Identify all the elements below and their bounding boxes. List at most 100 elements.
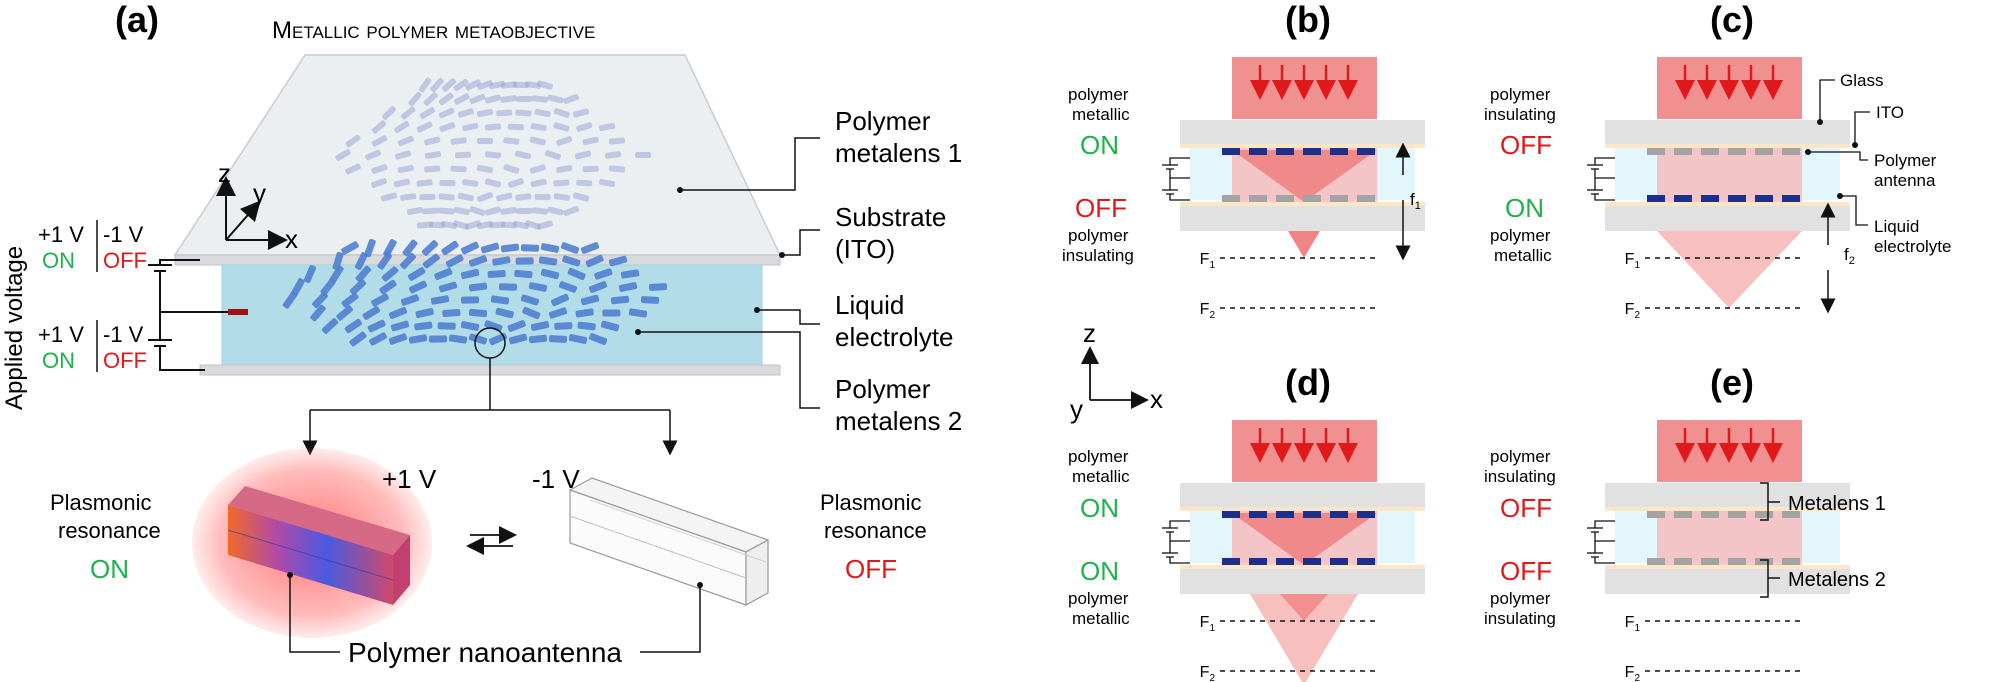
antenna-dash-lens1 bbox=[582, 165, 599, 173]
metalens-stack bbox=[173, 54, 782, 376]
antenna-dash-lens1 bbox=[418, 77, 432, 93]
antenna-dash-lens2 bbox=[441, 240, 459, 256]
antenna-dash-lens1 bbox=[406, 206, 424, 216]
antenna-dash-lens1 bbox=[515, 193, 532, 201]
antenna-dash-lens1 bbox=[516, 207, 533, 215]
antenna-dash-lens1 bbox=[503, 137, 520, 145]
antenna-dash-lens1 bbox=[394, 120, 410, 134]
antenna-dash-lens1 bbox=[572, 108, 590, 118]
antenna-dash-lens1 bbox=[423, 92, 438, 106]
c-top-state: OFF bbox=[1500, 130, 1552, 160]
antenna-dash-lens2 bbox=[383, 239, 397, 257]
antenna-dash-lens1 bbox=[534, 108, 551, 118]
antenna-dash-lens1 bbox=[576, 179, 593, 187]
antenna-dash-lens1 bbox=[512, 220, 530, 230]
top-glass bbox=[1180, 483, 1425, 508]
antenna-bottom bbox=[1647, 195, 1665, 202]
plasmonic-on-state: ON bbox=[90, 554, 129, 584]
b-top-line2: metallic bbox=[1072, 105, 1130, 124]
antenna-dash-lens2 bbox=[548, 335, 568, 343]
antenna-bottom bbox=[1755, 558, 1773, 565]
top-ito bbox=[1180, 507, 1425, 511]
antenna-top bbox=[1647, 148, 1665, 155]
antenna-dash-lens1 bbox=[393, 178, 410, 188]
antenna-dash-lens2 bbox=[520, 294, 540, 306]
antenna-dash-lens1 bbox=[424, 165, 441, 173]
antenna-dash-lens1 bbox=[484, 94, 502, 104]
c-bottom-line2: metallic bbox=[1494, 246, 1552, 265]
antenna-dash-lens2 bbox=[407, 267, 426, 281]
bottom-ito bbox=[1180, 565, 1425, 569]
e-bottom-line1: polymer bbox=[1490, 589, 1551, 608]
focus-cone-f2 bbox=[1657, 231, 1802, 308]
antenna-bottom bbox=[1728, 195, 1746, 202]
antenna-dash-lens2 bbox=[349, 331, 367, 347]
antenna-dash-lens1 bbox=[488, 80, 506, 90]
antenna-bottom bbox=[1357, 195, 1375, 202]
antenna-dash-lens2 bbox=[520, 244, 540, 252]
antenna-dash-lens2 bbox=[575, 308, 594, 318]
antenna-dash-lens2 bbox=[390, 320, 410, 332]
antenna-dash-lens2 bbox=[480, 242, 500, 254]
antenna-top bbox=[1222, 148, 1240, 155]
antenna-bottom bbox=[1647, 558, 1665, 565]
antenna-bottom bbox=[1701, 558, 1719, 565]
antenna-dash-lens1 bbox=[453, 78, 469, 92]
antenna-dash-lens1 bbox=[438, 193, 455, 201]
antenna-dash-lens1 bbox=[397, 135, 414, 147]
antenna-dash-lens1 bbox=[507, 178, 524, 188]
antenna-dash-lens2 bbox=[430, 295, 450, 305]
antenna-dash-lens2 bbox=[600, 320, 620, 332]
callout-metalens1-line2: metalens 1 bbox=[835, 138, 962, 168]
antenna-dash-lens2 bbox=[540, 268, 560, 280]
focus-label-f1: F1 bbox=[1200, 614, 1216, 634]
b-top-line1: polymer bbox=[1068, 85, 1129, 104]
minus-1v-label: -1 V bbox=[532, 464, 580, 494]
antenna-dash-lens1 bbox=[604, 151, 622, 159]
antenna-dash-lens2 bbox=[388, 333, 408, 345]
antenna-dash-lens2 bbox=[460, 321, 480, 331]
antenna-dash-lens2 bbox=[484, 320, 503, 332]
d-top-line2: metallic bbox=[1072, 467, 1130, 486]
callout-electrolyte-line2: electrolyte bbox=[835, 322, 954, 352]
applied-voltage-label: Applied voltage bbox=[1, 246, 28, 410]
antenna-bottom bbox=[1782, 558, 1800, 565]
d-bottom-line2: metallic bbox=[1072, 609, 1130, 628]
voltage-top-off: OFF bbox=[103, 248, 147, 273]
antenna-dash-lens2 bbox=[508, 333, 528, 345]
antenna-dash-lens1 bbox=[462, 122, 479, 132]
antenna-top bbox=[1755, 148, 1773, 155]
antenna-bottom bbox=[1755, 195, 1773, 202]
panel-label-d: (d) bbox=[1285, 362, 1331, 403]
antenna-dash-lens1 bbox=[503, 164, 520, 174]
antenna-dash-lens1 bbox=[477, 192, 493, 202]
focus-label-f1: F1 bbox=[1625, 251, 1641, 271]
focusing-cone bbox=[1232, 513, 1377, 565]
transmitted-beam bbox=[1657, 511, 1802, 565]
focus-label-f2: F2 bbox=[1200, 301, 1216, 321]
plasmonic-off-state: OFF bbox=[845, 554, 897, 584]
antenna-dash-lens2 bbox=[487, 270, 506, 278]
focus-label-f2: F2 bbox=[1625, 301, 1641, 321]
antenna-dash-lens1 bbox=[500, 81, 518, 89]
antenna-dash-lens1 bbox=[547, 206, 564, 216]
c-label-ito: ITO bbox=[1876, 103, 1904, 122]
focus-cone-f2 bbox=[1250, 594, 1358, 682]
antenna-dash-lens2 bbox=[594, 268, 613, 280]
bottom-ito bbox=[1605, 565, 1850, 569]
focus-cone-f1 bbox=[1288, 231, 1320, 258]
antenna-dash-lens1 bbox=[438, 207, 455, 215]
antenna-dash-lens1 bbox=[450, 137, 467, 145]
antenna-dash-lens2 bbox=[468, 333, 488, 345]
antenna-dash-lens2 bbox=[371, 293, 389, 307]
antenna-dash-lens2 bbox=[585, 254, 604, 268]
antenna-dash-lens2 bbox=[548, 307, 568, 319]
antenna-dash-lens2 bbox=[341, 292, 359, 308]
antenna-dash-lens2 bbox=[349, 279, 367, 295]
antenna-dash-lens2 bbox=[445, 254, 464, 268]
antenna-dash-lens2 bbox=[341, 241, 359, 255]
antenna-dash-lens2 bbox=[437, 322, 456, 330]
focus-label-f1: F1 bbox=[1200, 251, 1216, 271]
